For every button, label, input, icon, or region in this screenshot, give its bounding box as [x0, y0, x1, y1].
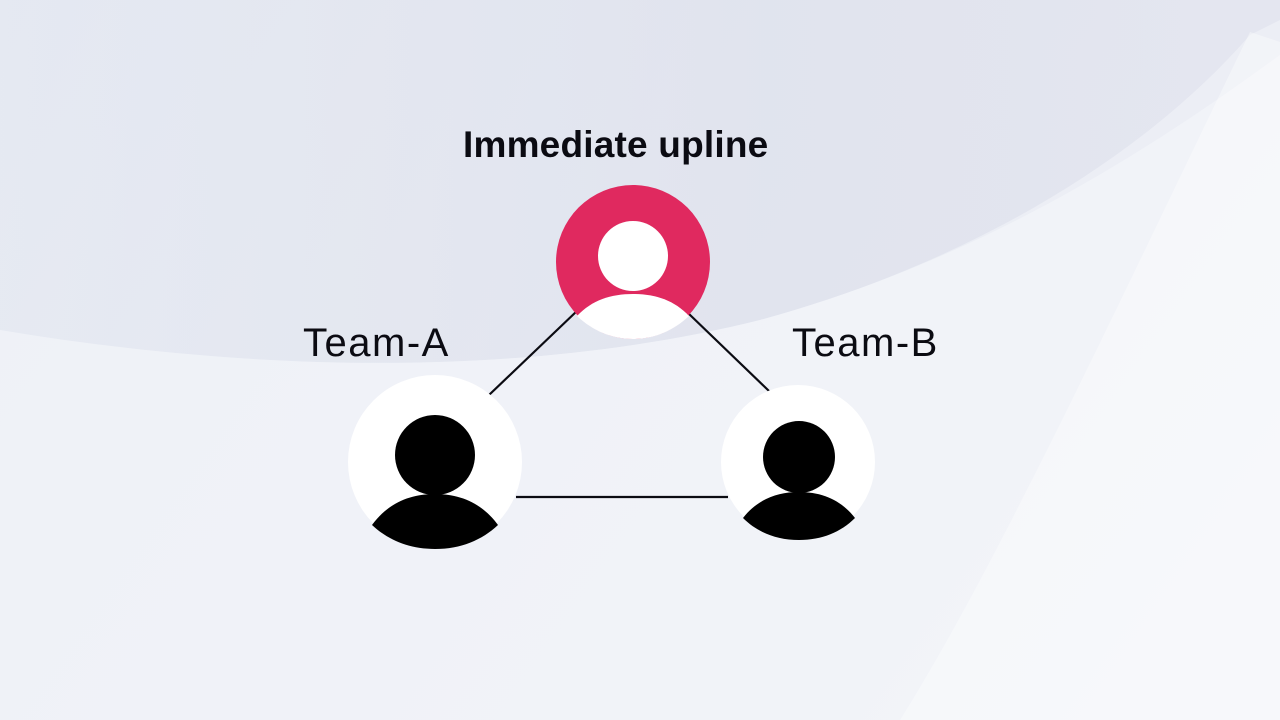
upline-node[interactable]: [556, 185, 710, 339]
connector-upline-team-b: [687, 312, 770, 392]
person-icon: [372, 415, 498, 549]
connector-upline-team-a: [488, 309, 579, 396]
person-icon: [743, 421, 855, 540]
team-b-node[interactable]: [721, 385, 875, 540]
team-a-node[interactable]: [348, 375, 522, 549]
team-a-label: Team-A: [303, 321, 450, 365]
upline-label: Immediate upline: [463, 124, 769, 165]
person-icon: [577, 221, 689, 339]
team-b-label: Team-B: [792, 321, 939, 365]
